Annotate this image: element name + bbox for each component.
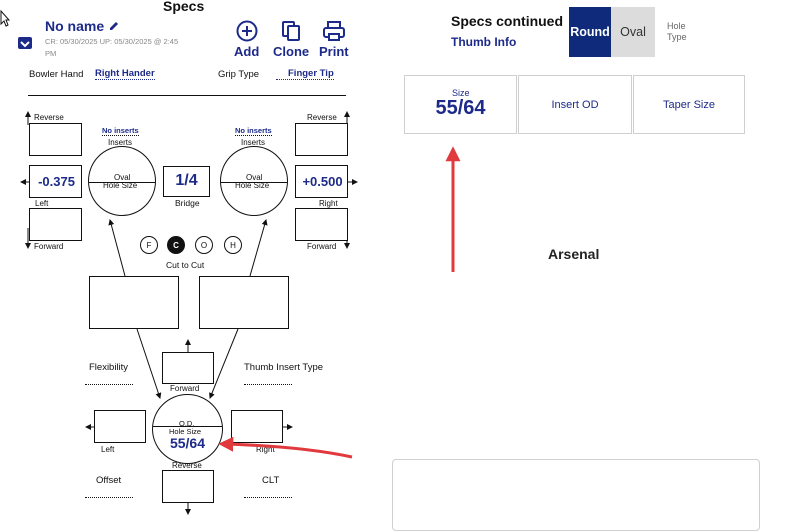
hole-type-label-line1: Hole <box>667 21 686 31</box>
bridge-box[interactable]: 1/4 <box>163 166 210 197</box>
right-offset-box[interactable]: +0.500 <box>295 165 348 198</box>
thumb-size-label: Size <box>452 88 470 98</box>
clt-label: CLT <box>262 475 280 486</box>
thumb-hole-size-value: 55/64 <box>169 435 206 451</box>
cut-option-h[interactable]: H <box>224 236 242 254</box>
left-finger-insert-box[interactable] <box>89 276 179 329</box>
insert-od-cell[interactable]: Insert OD <box>518 75 632 134</box>
thumb-forward-box[interactable] <box>162 352 214 384</box>
insert-od-label: Insert OD <box>551 98 599 111</box>
right-finger-insert-box[interactable] <box>199 276 289 329</box>
bridge-value: 1/4 <box>175 172 198 189</box>
right-no-inserts[interactable]: No inserts <box>235 126 272 136</box>
taper-size-label: Taper Size <box>663 98 715 111</box>
right-reverse-box[interactable] <box>295 123 348 156</box>
copy-icon <box>282 21 301 41</box>
flexibility-field[interactable] <box>85 384 133 385</box>
thumb-right-label: Right <box>256 445 275 454</box>
cut-to-cut-label: Cut to Cut <box>166 260 205 270</box>
right-label: Right <box>319 199 338 208</box>
thumb-reverse-box[interactable] <box>162 470 214 503</box>
left-reverse-label: Reverse <box>34 113 64 122</box>
right-inserts-label: Inserts <box>241 138 266 147</box>
cut-option-c[interactable]: C <box>167 236 185 254</box>
spec-dates: CR: 05/30/2025 UP: 05/30/2025 @ 2:45 <box>45 37 179 46</box>
left-offset-box[interactable]: -0.375 <box>29 165 82 198</box>
printer-icon <box>322 21 345 41</box>
thumb-reverse-label: Reverse <box>172 461 202 470</box>
left-label: Left <box>35 199 49 208</box>
taper-size-cell[interactable]: Taper Size <box>633 75 745 134</box>
hole-type-label-line2: Type <box>667 32 687 42</box>
spec-dates-suffix: PM <box>45 49 57 58</box>
specs-continued-title: Specs continued <box>451 13 564 29</box>
left-hole-divider <box>89 182 155 183</box>
thumb-insert-type-label: Thumb Insert Type <box>244 362 324 373</box>
left-oval-label: Oval <box>114 173 131 182</box>
hole-type-oval-button[interactable]: Oval <box>611 7 655 57</box>
cut-option-f[interactable]: F <box>140 236 158 254</box>
thumb-left-label: Left <box>101 445 115 454</box>
thumb-insert-type-field[interactable] <box>244 384 292 385</box>
clone-button[interactable]: Clone <box>273 20 309 59</box>
left-forward-label: Forward <box>34 242 64 251</box>
left-reverse-box[interactable] <box>29 123 82 156</box>
print-button[interactable]: Print <box>319 20 349 59</box>
arsenal-label: Arsenal <box>548 246 600 262</box>
thumb-hole-size-label: Hole Size <box>169 427 202 436</box>
left-hole-size-label: Hole Size <box>103 181 138 190</box>
header-divider <box>28 95 346 96</box>
left-forward-box[interactable] <box>29 208 82 241</box>
bowler-hand-label: Bowler Hand <box>29 69 84 80</box>
right-offset-value: +0.500 <box>302 174 343 189</box>
right-forward-label: Forward <box>307 242 337 251</box>
left-finger-hole[interactable]: Oval Hole Size <box>88 146 156 216</box>
plus-circle-icon <box>236 20 258 42</box>
cut-option-o[interactable]: O <box>195 236 213 254</box>
thumb-forward-label: Forward <box>170 384 200 393</box>
thumb-hole-divider <box>153 426 222 427</box>
thumb-size-cell[interactable]: Size 55/64 <box>404 75 517 134</box>
offset-field[interactable] <box>85 497 133 498</box>
right-reverse-label: Reverse <box>307 113 337 122</box>
add-button[interactable]: Add <box>234 20 259 59</box>
thumb-size-value: 55/64 <box>435 97 486 119</box>
right-oval-label: Oval <box>246 173 263 182</box>
layout-diagram-lines <box>20 111 358 515</box>
left-inserts-label: Inserts <box>108 138 133 147</box>
left-offset-value: -0.375 <box>38 174 75 189</box>
hole-type-label: Hole Type <box>667 21 687 43</box>
clone-label: Clone <box>273 44 310 59</box>
right-forward-box[interactable] <box>295 208 348 241</box>
print-label: Print <box>319 44 349 59</box>
flexibility-label: Flexibility <box>89 362 129 373</box>
thumb-info-subtitle: Thumb Info <box>451 35 517 49</box>
bowler-hand-value[interactable]: Right Hander <box>95 68 155 80</box>
specs-title: Specs <box>163 0 205 14</box>
bridge-label: Bridge <box>175 198 200 208</box>
grip-type-label: Grip Type <box>218 69 260 80</box>
add-label: Add <box>234 44 260 59</box>
thumb-hole[interactable]: O.D. Hole Size 55/64 <box>152 394 223 464</box>
annotation-arrow-left <box>218 436 353 459</box>
hole-type-round-button[interactable]: Round <box>569 7 611 57</box>
thumb-od-label: O.D. <box>179 419 195 428</box>
clt-field[interactable] <box>244 497 292 498</box>
annotation-arrows <box>218 146 461 459</box>
offset-label: Offset <box>96 475 122 486</box>
thumb-right-box[interactable] <box>231 410 283 443</box>
spec-name[interactable]: No name <box>45 18 120 34</box>
right-hole-size-label: Hole Size <box>235 181 270 190</box>
left-no-inserts[interactable]: No inserts <box>102 126 139 136</box>
expand-toggle[interactable] <box>18 37 32 49</box>
thumb-left-box[interactable] <box>94 410 146 443</box>
grip-type-value[interactable]: Finger Tip <box>276 68 334 80</box>
right-hole-divider <box>221 182 287 183</box>
pencil-icon[interactable] <box>108 20 120 32</box>
mouse-cursor-icon <box>0 10 10 27</box>
spec-name-text: No name <box>45 18 105 34</box>
right-finger-hole[interactable]: Oval Hole Size <box>220 146 288 216</box>
chevron-down-icon <box>20 41 30 48</box>
